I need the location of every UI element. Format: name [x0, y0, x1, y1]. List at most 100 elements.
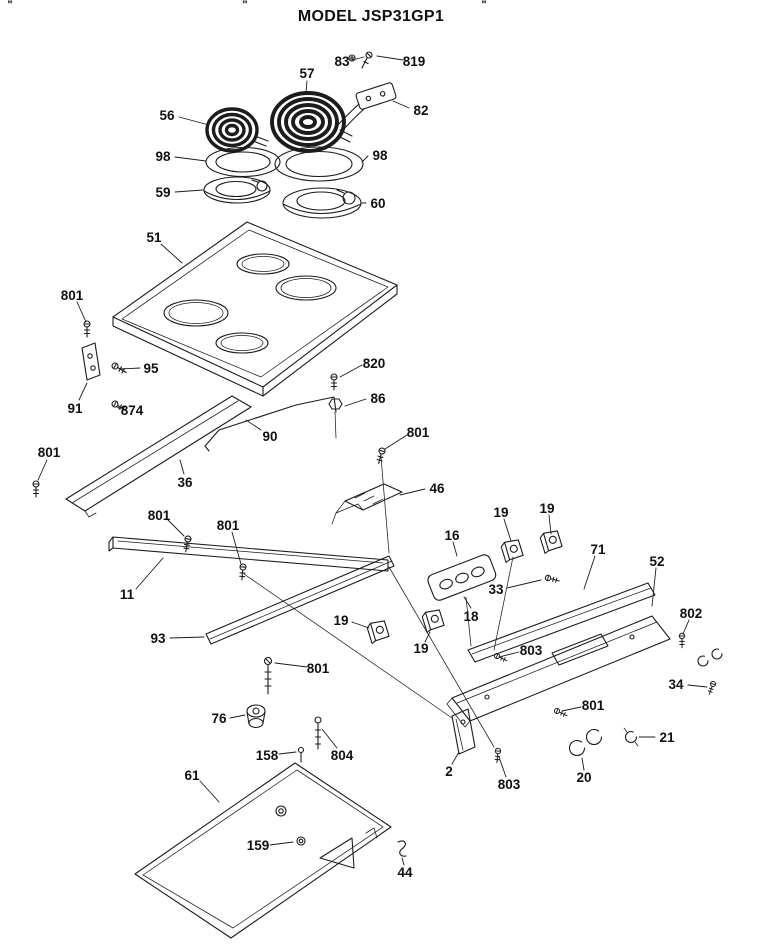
- screw-801-b: [375, 446, 387, 465]
- drip-bowl-left: [203, 176, 271, 204]
- part-label-46: 46: [429, 481, 445, 496]
- side-bracket-91: [81, 342, 101, 381]
- part-label-801-g: 801: [582, 698, 605, 713]
- assembly-lines: [243, 456, 514, 748]
- part-label-44: 44: [397, 865, 413, 880]
- part-label-19-a: 19: [493, 505, 508, 520]
- part-label-95: 95: [143, 361, 159, 376]
- part-label-801-f: 801: [307, 661, 330, 676]
- element-wires: [332, 103, 365, 135]
- ground-wire-90: [204, 396, 337, 452]
- part-label-802: 802: [680, 606, 703, 621]
- part-label-98-left: 98: [155, 149, 171, 164]
- screw-803-a: [493, 652, 509, 664]
- terminal-bracket: [332, 82, 397, 135]
- part-label-71: 71: [590, 542, 606, 557]
- part-label-33: 33: [488, 582, 504, 597]
- backsplash-panel-52: [446, 615, 671, 728]
- terminal-block-16: [427, 554, 497, 601]
- page-title: MODEL JSP31GP1: [298, 8, 444, 25]
- part-label-819: 819: [403, 54, 426, 69]
- part-label-98-right: 98: [372, 148, 388, 163]
- support-strip-71: [467, 582, 656, 663]
- retainer-clip-44: [397, 840, 407, 857]
- washer-819: [348, 54, 356, 62]
- part-label-76: 76: [211, 711, 227, 726]
- cropped-text-fragment-left: ": [7, 0, 12, 11]
- front-trim-strip-36: [65, 395, 252, 518]
- screw-801-c: [32, 480, 40, 498]
- screw-801-a: [83, 320, 91, 338]
- diagram-artwork: [32, 51, 723, 939]
- part-label-801-d: 801: [148, 508, 171, 523]
- diagram-labels: " " " MODEL JSP31GP1 83 819 57 56 82 98 …: [7, 0, 702, 880]
- part-label-90: 90: [262, 429, 277, 444]
- part-label-18: 18: [463, 609, 479, 624]
- surface-element-large: [270, 91, 353, 153]
- part-label-16: 16: [444, 528, 460, 543]
- support-bracket-2: [451, 708, 476, 755]
- part-label-86: 86: [370, 391, 386, 406]
- part-label-158: 158: [256, 748, 279, 763]
- ring-20-b: [585, 728, 603, 746]
- part-label-59: 59: [155, 185, 170, 200]
- part-label-2: 2: [445, 764, 453, 779]
- part-label-804: 804: [331, 748, 354, 763]
- retainer-34-a: [697, 655, 709, 667]
- part-label-34: 34: [668, 677, 684, 692]
- part-label-19-c: 19: [333, 613, 348, 628]
- bottom-panel-61: [134, 762, 392, 939]
- screw-804: [314, 716, 322, 750]
- surface-element-small: [205, 107, 269, 153]
- part-label-36: 36: [177, 475, 193, 490]
- cropped-text-fragment-mid-right: ": [481, 0, 486, 11]
- part-label-61: 61: [184, 768, 200, 783]
- screw-33: [544, 574, 561, 585]
- part-label-801-e: 801: [217, 518, 240, 533]
- ring-20-a: [568, 739, 586, 757]
- part-label-56: 56: [159, 108, 175, 123]
- part-label-19-d: 19: [413, 641, 428, 656]
- part-label-11: 11: [120, 587, 135, 602]
- part-label-803-a: 803: [520, 643, 543, 658]
- shield-plate-46: [331, 483, 403, 525]
- screw-83: [361, 51, 373, 69]
- screw-801-f: [263, 656, 273, 695]
- part-label-93: 93: [150, 631, 166, 646]
- screw-801-e: [238, 563, 247, 581]
- part-label-874: 874: [121, 403, 144, 418]
- part-label-91: 91: [67, 401, 83, 416]
- part-label-83: 83: [334, 54, 350, 69]
- screw-34: [706, 680, 717, 696]
- cropped-text-fragment-mid-left: ": [242, 0, 247, 11]
- part-label-82: 82: [413, 103, 428, 118]
- trim-ring-left: [205, 146, 281, 178]
- clip-21: [623, 727, 639, 747]
- part-label-19-b: 19: [539, 501, 554, 516]
- part-label-51: 51: [146, 230, 162, 245]
- trim-ring-right: [274, 146, 364, 182]
- front-panel-strip-11: [108, 536, 389, 572]
- leader-lines: [37, 55, 708, 866]
- part-label-820: 820: [363, 356, 386, 371]
- part-label-803-b: 803: [498, 777, 521, 792]
- rear-trim-strip-93: [205, 555, 395, 645]
- retainer-34-b: [711, 648, 723, 660]
- part-label-801-a: 801: [61, 288, 84, 303]
- part-label-20: 20: [576, 770, 591, 785]
- main-cooktop-panel: [112, 221, 398, 397]
- part-label-801-b: 801: [407, 425, 430, 440]
- part-label-52: 52: [649, 554, 664, 569]
- part-label-159: 159: [247, 838, 270, 853]
- part-label-60: 60: [370, 196, 385, 211]
- stud-158: [297, 746, 305, 763]
- screw-802: [678, 632, 686, 649]
- part-label-21: 21: [659, 730, 675, 745]
- screw-801-g: [553, 707, 569, 719]
- part-label-801-c: 801: [38, 445, 61, 460]
- spacer-76: [246, 704, 266, 729]
- drip-bowl-right: [282, 187, 362, 219]
- screw-820: [330, 373, 338, 391]
